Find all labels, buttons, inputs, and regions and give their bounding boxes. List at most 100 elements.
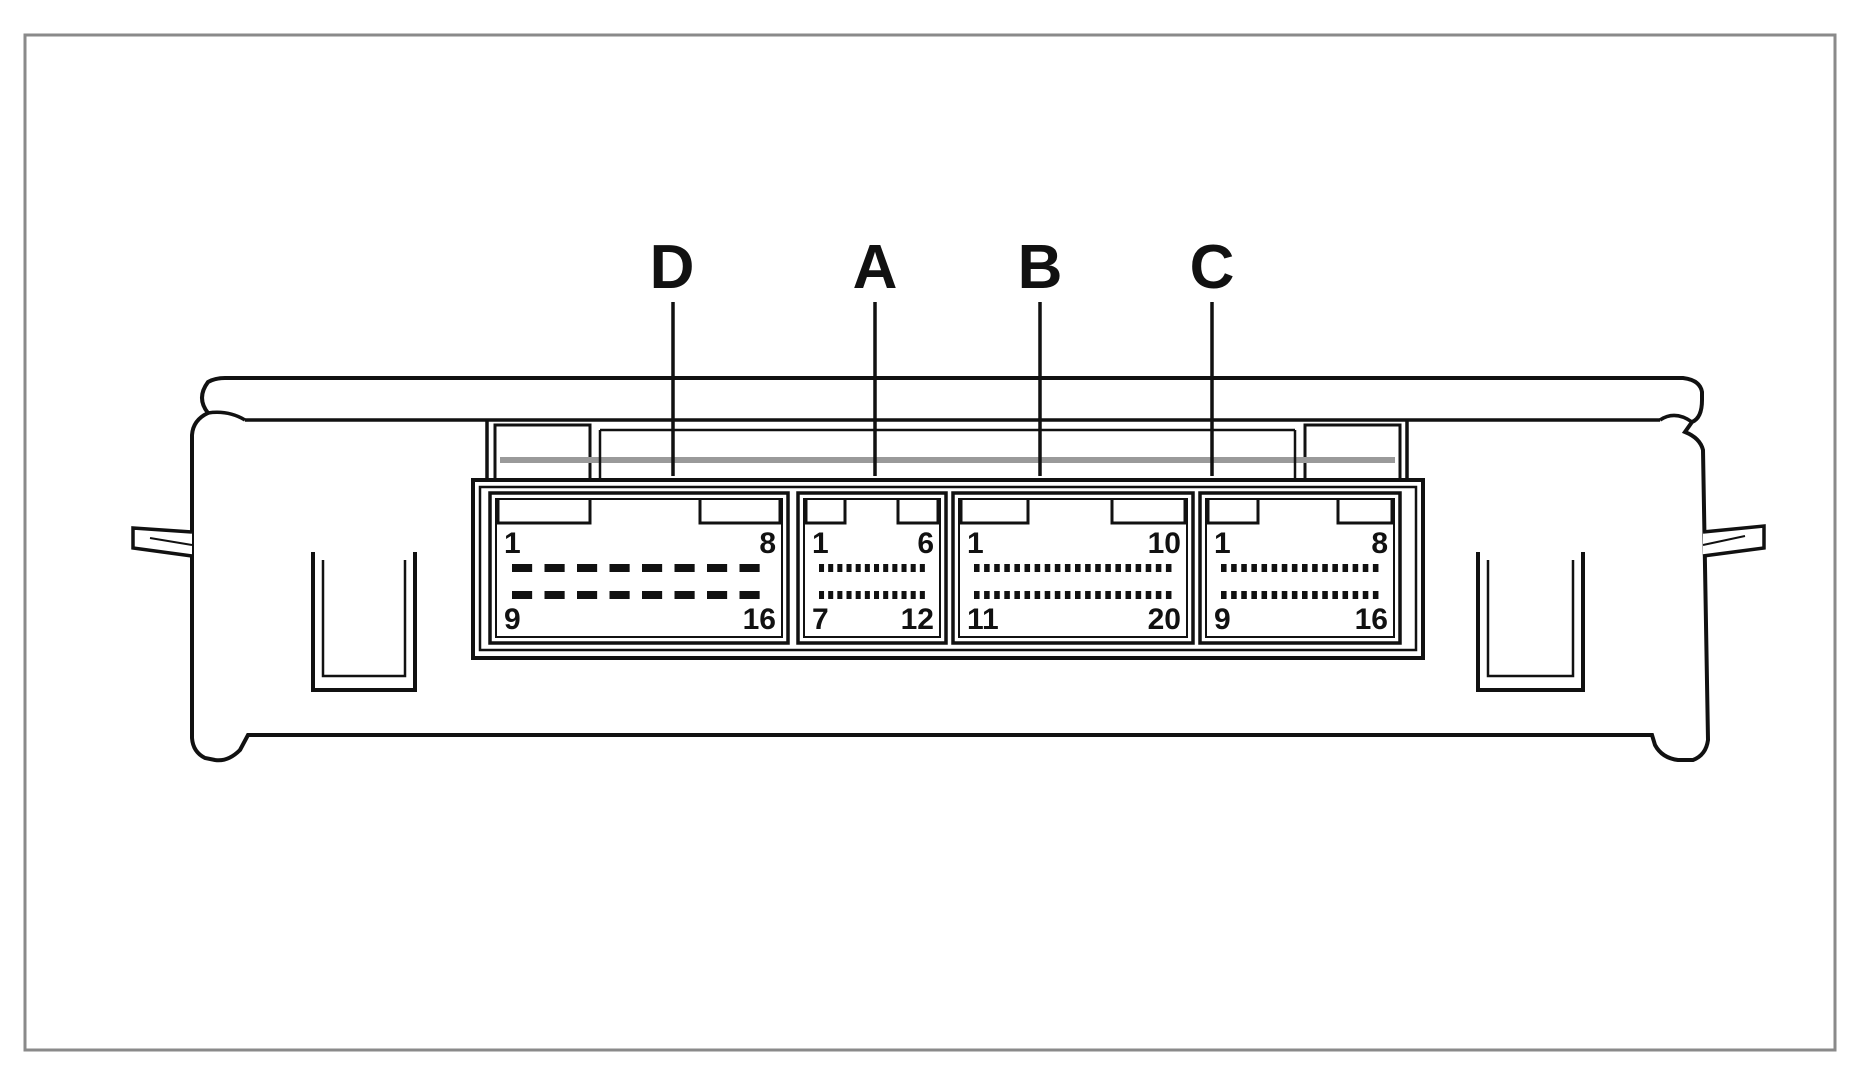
pin-b-row1-1 [974,564,980,572]
pin-a-row1-9 [892,564,898,572]
left-mounting-tab-inner [149,537,193,546]
pin-b-row2-18 [1145,591,1152,599]
connector-key-d-0 [496,499,592,525]
pin-d-row2-3 [577,591,598,599]
pin-number-a-top-last: 6 [917,527,934,560]
pin-a-row2-4 [846,591,852,599]
pin-b-row2-10 [1064,591,1071,599]
pin-d-row1-7 [707,564,728,572]
pin-a-row1-3 [837,564,843,572]
pin-c-row1-3 [1241,564,1247,572]
pin-b-row1-8 [1044,564,1051,572]
pin-d-row2-4 [609,591,630,599]
pin-number-b-bottom-last: 20 [1148,603,1181,636]
pin-number-b-top-first: 1 [967,527,984,560]
connector-label-c: C [1190,233,1235,302]
pin-d-row1-6 [674,564,695,572]
pin-c-row2-12 [1332,591,1338,599]
pin-number-c-top-last: 8 [1371,527,1388,560]
pin-c-row1-14 [1352,564,1359,572]
pin-c-row1-10 [1312,564,1318,572]
connector-body-b [951,491,1195,645]
pin-b-row2-12 [1085,591,1091,599]
pin-c-row1-6 [1271,564,1278,572]
pin-a-row2-3 [837,591,843,599]
connector-shroud-top [485,420,1409,480]
connector-body-d [488,491,790,645]
pin-c-row1-8 [1291,564,1298,572]
pin-b-row2-4 [1004,591,1010,599]
connector-label-b: B [1018,233,1063,302]
pin-c-row2-15 [1362,591,1369,599]
pin-d-row2-2 [544,591,565,599]
left-u-slot [311,552,417,692]
housing-top-lip-left-curve [207,410,246,422]
pin-b-row2-2 [984,591,990,599]
pin-b-row2-9 [1054,591,1061,599]
pin-c-row1-4 [1251,564,1257,572]
pin-c-row1-15 [1362,564,1369,572]
right-mounting-tab-inner [1702,535,1746,546]
pin-number-d-top-first: 1 [504,527,521,560]
pin-b-row1-12 [1085,564,1091,572]
pin-b-row2-16 [1125,591,1132,599]
connector-inner-b [958,498,1188,638]
connector-inner-d [495,498,783,638]
pin-b-row2-13 [1095,591,1101,599]
connector-key-a-0 [804,499,847,525]
pin-b-row1-2 [984,564,990,572]
shroud-inner-line [598,428,1297,480]
header-inner-frame [478,485,1418,652]
pin-b-row2-14 [1105,591,1111,599]
connector-key-d-1 [698,499,782,525]
pin-c-row2-3 [1241,591,1247,599]
pin-a-row1-10 [901,564,907,572]
connector-key-c-0 [1206,499,1260,525]
pin-c-row1-1 [1221,564,1227,572]
pin-b-row1-5 [1014,564,1020,572]
pin-c-row2-4 [1251,591,1257,599]
pin-c-row1-5 [1261,564,1268,572]
pin-b-row1-6 [1024,564,1031,572]
pin-number-d-bottom-last: 16 [743,603,776,636]
pin-b-row2-7 [1034,591,1041,599]
pin-b-row2-11 [1075,591,1081,599]
pin-c-row1-16 [1372,564,1379,572]
pin-d-row2-6 [674,591,695,599]
pin-c-row2-9 [1302,591,1308,599]
pin-c-row2-8 [1291,591,1298,599]
left-u-slot-inner [321,560,407,678]
pin-b-row2-5 [1014,591,1020,599]
pin-number-d-bottom-first: 9 [504,603,521,636]
pin-c-row2-1 [1221,591,1227,599]
pin-b-row1-20 [1165,564,1172,572]
pin-a-row2-12 [919,591,925,599]
pin-c-row2-6 [1271,591,1278,599]
pin-c-row2-5 [1261,591,1268,599]
pin-c-row2-2 [1231,591,1237,599]
pin-b-row1-3 [994,564,1000,572]
shroud-left-block [493,423,592,482]
pin-b-row1-16 [1125,564,1132,572]
pin-a-row2-10 [901,591,907,599]
pin-c-row1-7 [1281,564,1288,572]
pin-c-row1-13 [1342,564,1349,572]
pin-b-row2-6 [1024,591,1031,599]
pin-a-row2-5 [855,591,861,599]
pin-b-row2-3 [994,591,1000,599]
pin-b-row2-8 [1044,591,1051,599]
connector-label-a: A [853,233,898,302]
pin-b-row1-14 [1105,564,1111,572]
pin-b-row1-15 [1115,564,1121,572]
pin-a-row2-11 [910,591,916,599]
pin-a-row1-8 [883,564,889,572]
pin-b-row1-18 [1145,564,1152,572]
pin-d-row2-7 [707,591,728,599]
pin-a-row1-5 [855,564,861,572]
connector-inner-a [803,498,941,638]
pin-d-row1-5 [642,564,663,572]
pin-c-row2-14 [1352,591,1359,599]
